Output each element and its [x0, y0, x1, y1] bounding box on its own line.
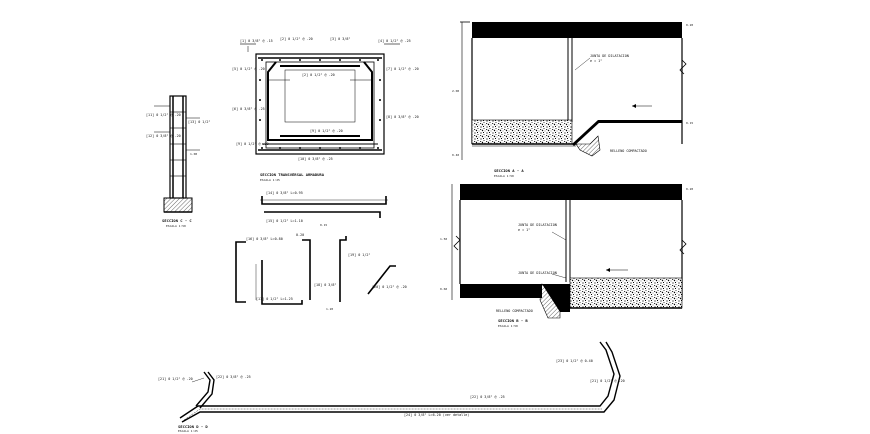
bb-note-joint-1: JUNTA DE DILATACION [518, 223, 557, 227]
bb-dim-1: 1.50 [440, 237, 447, 241]
long-callout-1: [21] 0 1/2" @ .20 [158, 377, 193, 381]
bb-note-joint-2: JUNTA DE DILATACION [518, 271, 557, 275]
bb-note-joint-sub: e = 1" [518, 228, 530, 232]
section-aa: JUNTA DE DILATACION e = 1" RELLENO COMPA… [452, 21, 693, 178]
inner-callout-1: [2] 0 1/2" @ .20 [302, 73, 335, 77]
detail-dim-2: 0.20 [296, 233, 304, 237]
detail-callout-5: [18] 0 3/8" [314, 283, 336, 287]
transverse-dots [259, 59, 381, 149]
long-callout-3: [23] 0 1/2" @ 0.40 [556, 359, 593, 363]
long-title: SECCION D - D [178, 424, 208, 429]
side-callout-4: [8] 0 3/8" @ .20 [386, 115, 419, 119]
top-callout-1: [1] 0 3/8" @ .15 [240, 39, 273, 43]
detail-callout-7: [20] 0 1/2" @ .20 [372, 285, 407, 289]
bb-title: SECCION B - B [498, 318, 528, 323]
transverse-section: [1] 0 3/8" @ .15 [2] 0 1/2" @ .20 [3] 0 … [232, 37, 419, 182]
bb-note-fill: RELLENO COMPACTADO [496, 309, 533, 313]
column-callout-2: [12] 0 3/8" @ .20 [146, 134, 181, 138]
bb-dim-3: 0.20 [686, 187, 693, 191]
aa-scale: ESCALA 1:50 [494, 174, 514, 178]
detail-callout-3: [16] 0 3/8" L=0.80 [246, 237, 283, 241]
detail-callout-6: [19] 0 1/2" [348, 253, 370, 257]
aa-title: SECCION A - A [494, 168, 524, 173]
bb-dim-2: 0.60 [440, 287, 447, 291]
detail-callout-4: [17] 0 1/2" L=1.25 [256, 297, 293, 301]
column-scale: ESCALA 1:50 [166, 224, 186, 228]
detail-callout-2: [15] 0 1/2" L=1.10 [266, 219, 303, 223]
section-bb: JUNTA DE DILATACION e = 1" JUNTA DE DILA… [440, 184, 693, 328]
aa-dim-3: 0.20 [686, 23, 693, 27]
bar-details: [14] 0 3/8" L=0.95 [15] 0 1/2" L=1.10 0.… [235, 191, 407, 311]
aa-note-fill: RELLENO COMPACTADO [610, 149, 647, 153]
aa-dim-2: 0.40 [452, 153, 459, 157]
top-callout-2: [2] 0 1/2" @ .20 [280, 37, 313, 41]
top-callout-3: [3] 0 3/8" [330, 37, 350, 41]
long-scale: ESCALA 1:25 [178, 429, 198, 433]
column-callout-3: [13] 0 1/2" [188, 120, 210, 124]
column-detail: [11] 0 1/2" @ .20 [12] 0 3/8" @ .20 [13]… [146, 95, 210, 228]
transverse-title: SECCION TRANSVERSAL ARMADURA [260, 172, 325, 177]
aa-dim-4: 0.15 [686, 121, 693, 125]
aa-dim-1: 2.00 [452, 89, 459, 93]
detail-dim-3: 1.20 [326, 307, 333, 311]
aa-note-joint-sub: e = 1" [590, 59, 602, 63]
column-dim: 1.00 [190, 152, 197, 156]
inner-callout-2: [9] 0 1/2" @ .20 [310, 129, 343, 133]
column-title: SECCION C - C [162, 218, 192, 223]
bottom-callout-1: [9] 0 1/2" @ .20 [236, 142, 269, 146]
column-callout-1: [11] 0 1/2" @ .20 [146, 113, 181, 117]
side-callout-3: [7] 0 1/2" @ .20 [386, 67, 419, 71]
detail-callout-1: [14] 0 3/8" L=0.95 [266, 191, 303, 195]
bb-scale: ESCALA 1:50 [498, 324, 518, 328]
long-callout-6: [24] 0 3/8" L=6.20 (ver detalle) [404, 413, 469, 417]
long-callout-2: [22] 0 3/8" @ .25 [216, 375, 251, 379]
top-callout-4: [4] 0 1/2" @ .25 [378, 39, 411, 43]
bottom-callout-2: [10] 0 3/8" @ .25 [298, 157, 333, 161]
detail-dim-1: 0.15 [320, 223, 327, 227]
long-callout-4: [21] 0 1/2" @ .20 [590, 379, 625, 383]
side-callout-2: [6] 0 3/8" @ .25 [232, 107, 265, 111]
side-callout-1: [5] 0 1/2" @ .20 [232, 67, 265, 71]
long-bar-detail: [21] 0 1/2" @ .20 [22] 0 3/8" @ .25 [23]… [158, 341, 625, 433]
aa-note-joint: JUNTA DE DILATACION [590, 54, 629, 58]
long-callout-5: [22] 0 3/8" @ .25 [470, 395, 505, 399]
transverse-scale: ESCALA 1:25 [260, 178, 280, 182]
